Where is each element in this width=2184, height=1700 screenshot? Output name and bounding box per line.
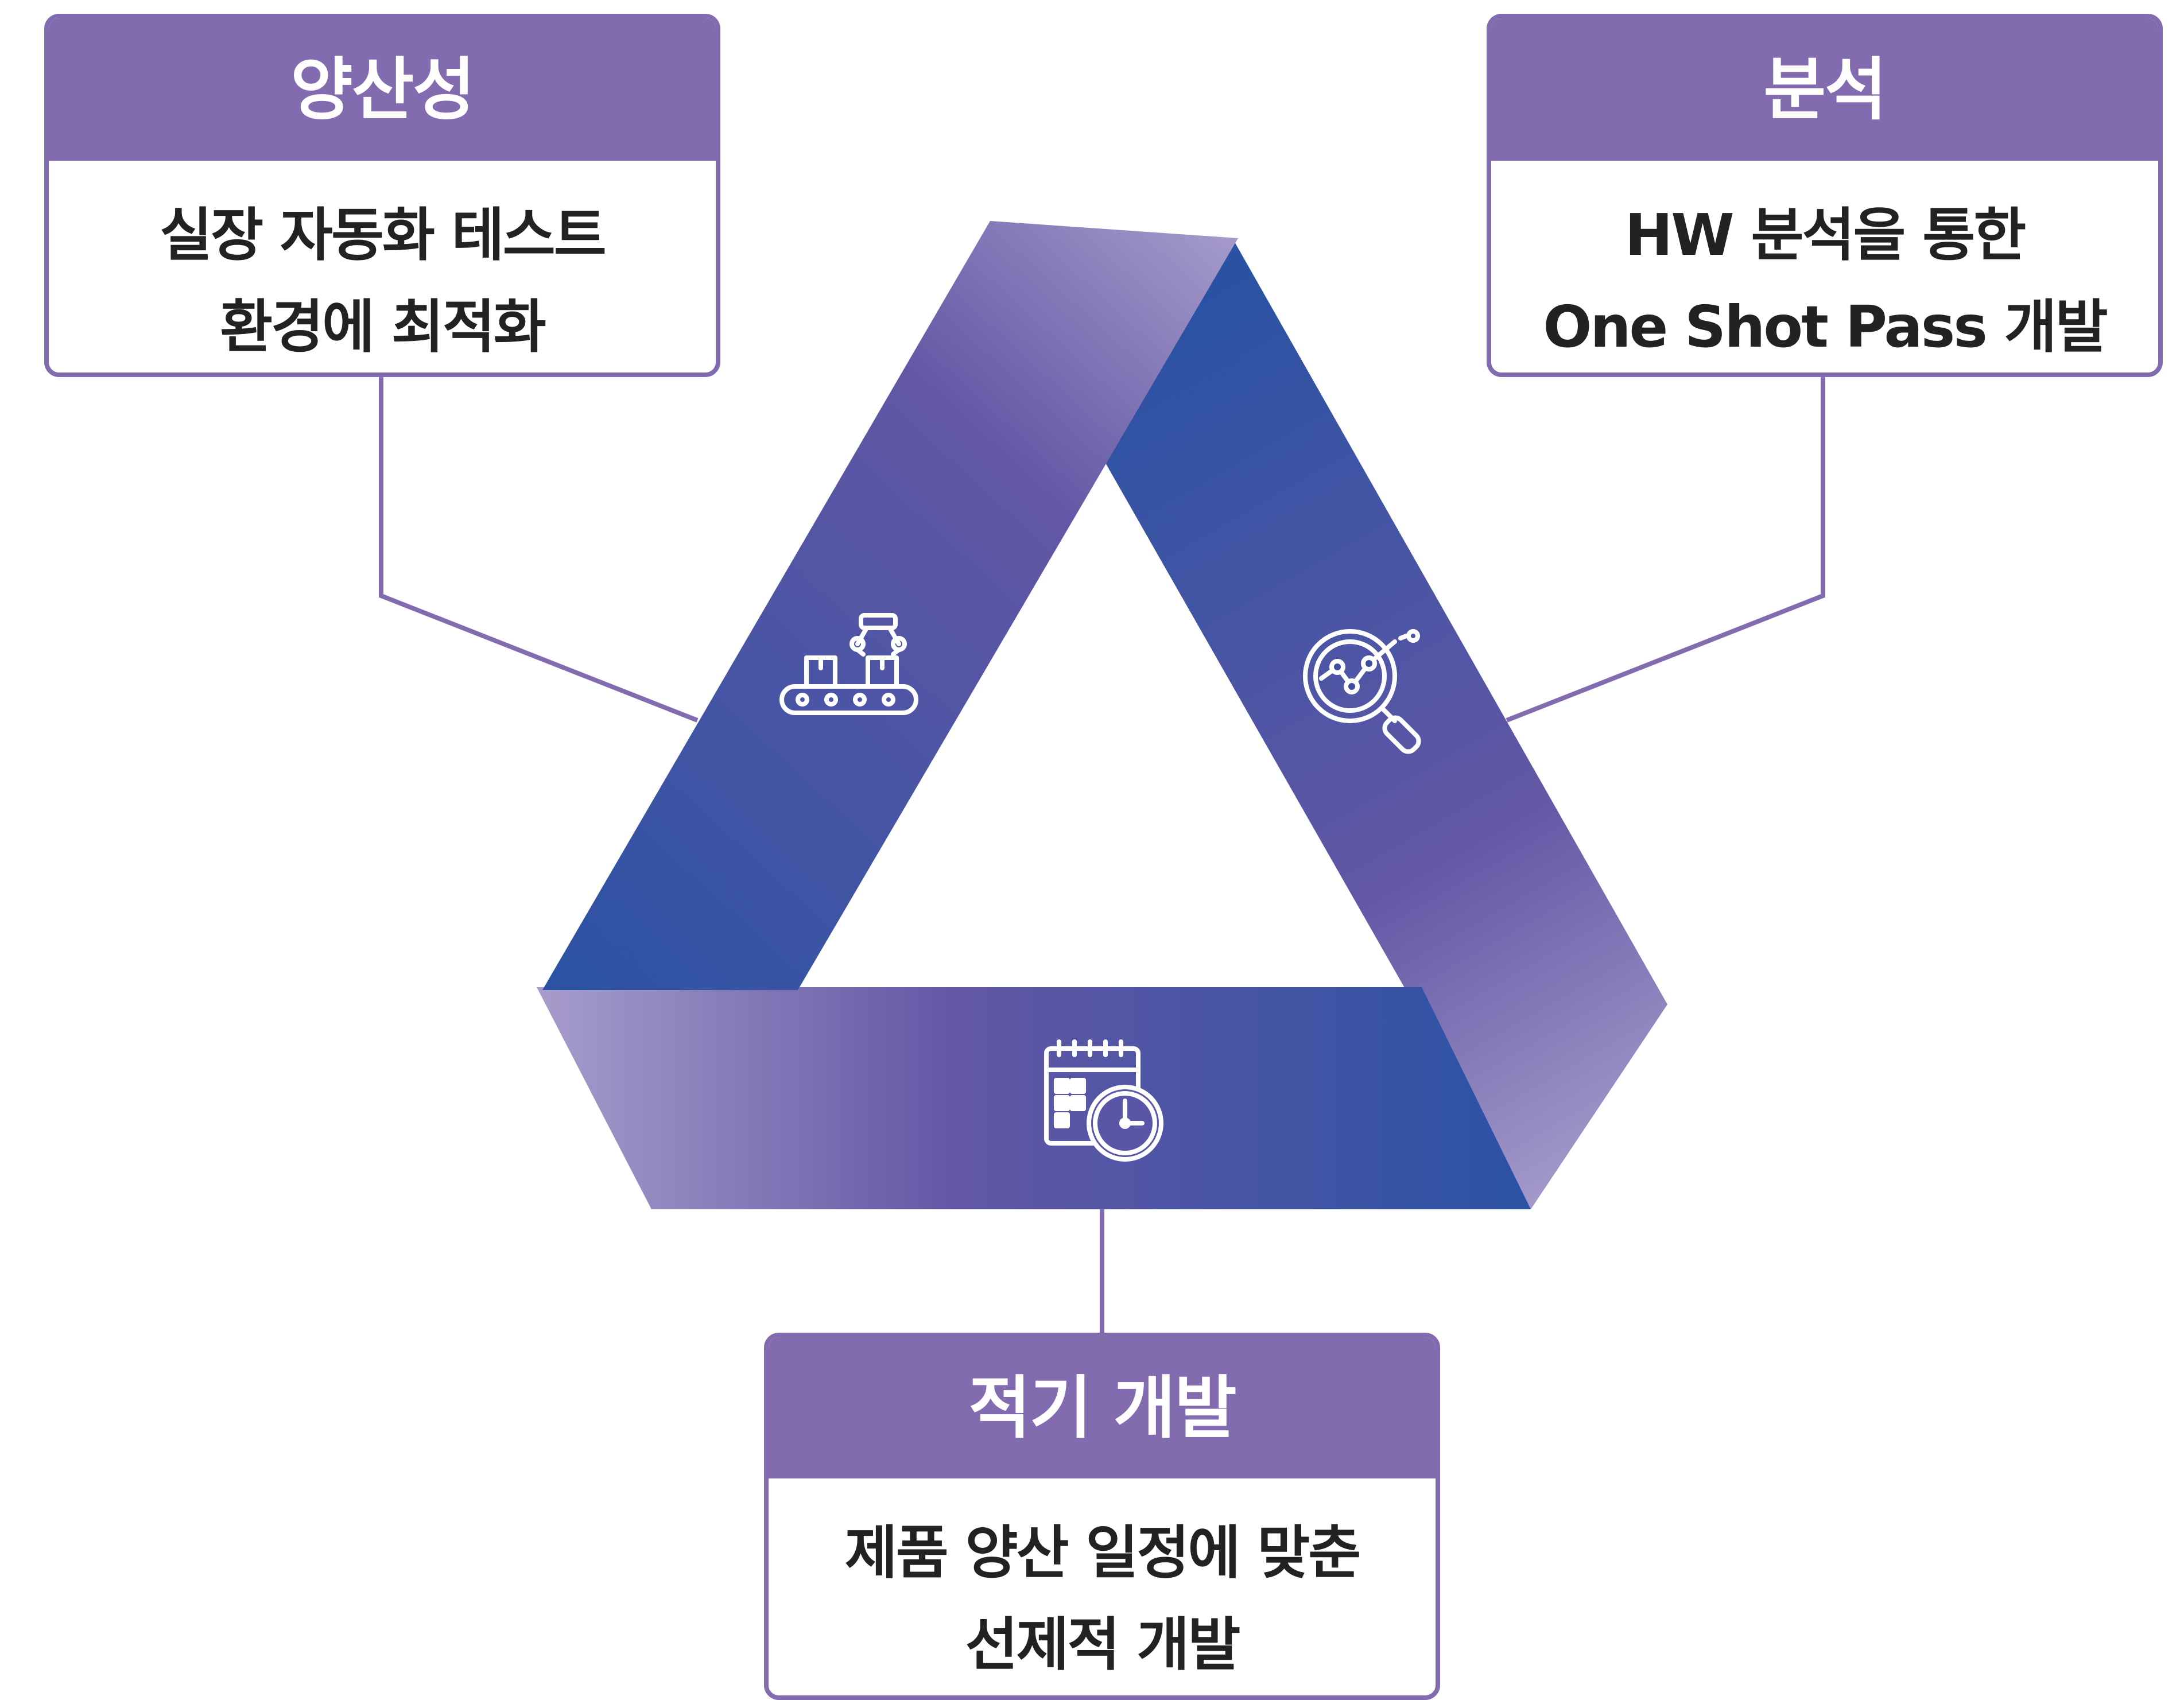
- card-line: 실장 자동화 테스트: [160, 201, 607, 269]
- connector-productivity: [379, 377, 699, 723]
- magnifier-chart-icon: [1303, 629, 1421, 754]
- card-title: 양산성: [49, 18, 716, 161]
- card-timely: 적기 개발 제품 양산 일정에 맞춘 선제적 개발: [764, 1333, 1440, 1700]
- calendar-clock-icon: [1044, 1039, 1163, 1162]
- card-line: One Shot Pass 개발: [1543, 293, 2108, 360]
- card-title: 적기 개발: [769, 1337, 1436, 1478]
- card-description: HW 분석을 통한 One Shot Pass 개발: [1491, 161, 2158, 372]
- card-analysis: 분석 HW 분석을 통한 One Shot Pass 개발: [1487, 14, 2163, 377]
- connector-analysis: [1506, 377, 1825, 723]
- left-band: [542, 221, 1238, 990]
- card-line: HW 분석을 통한: [1624, 201, 2027, 269]
- card-productivity: 양산성 실장 자동화 테스트 환경에 최적화: [44, 14, 720, 377]
- card-line: 제품 양산 일정에 맞춘: [844, 1519, 1361, 1586]
- card-title: 분석: [1491, 18, 2158, 161]
- conveyor-robot-icon: [779, 613, 918, 715]
- card-line: 선제적 개발: [965, 1611, 1241, 1678]
- card-line: 환경에 최적화: [220, 293, 546, 360]
- card-description: 제품 양산 일정에 맞춘 선제적 개발: [769, 1478, 1436, 1691]
- card-description: 실장 자동화 테스트 환경에 최적화: [49, 161, 716, 372]
- bottom-band: [537, 987, 1531, 1209]
